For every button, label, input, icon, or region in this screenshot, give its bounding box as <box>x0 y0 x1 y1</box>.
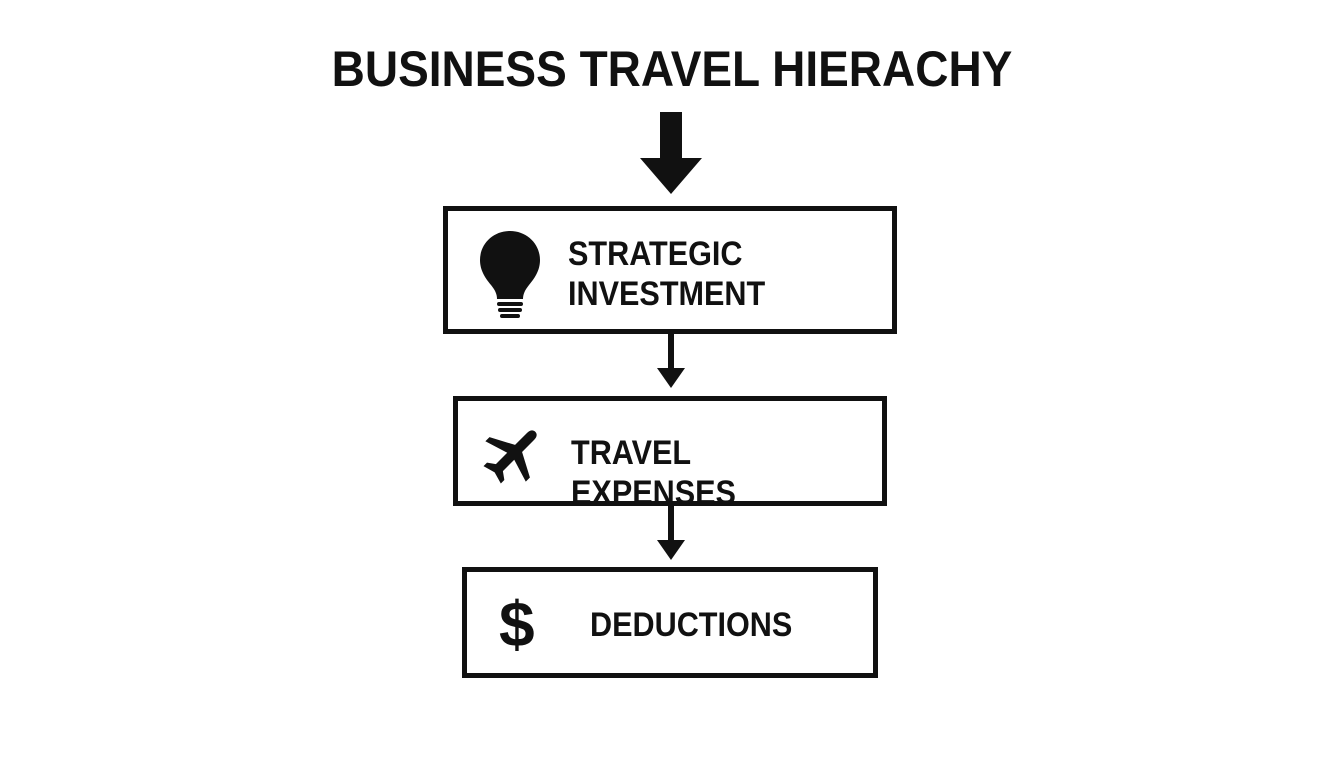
airplane-icon <box>483 430 537 484</box>
level-box-travel-expenses: TRAVEL EXPENSES <box>453 396 887 512</box>
level-box-deductions: $ DEDUCTIONS <box>462 567 878 678</box>
lightbulb-icon <box>480 231 540 318</box>
level-label-strategic-investment: STRATEGIC INVESTMENT <box>568 235 766 313</box>
level-box-strategic-investment: STRATEGIC INVESTMENT <box>443 206 897 334</box>
arrow-strategic-to-travel <box>657 334 685 388</box>
diagram-title: BUSINESS TRAVEL HIERACHY <box>331 41 1013 97</box>
level-label-deductions: DEDUCTIONS <box>590 606 793 644</box>
arrow-title-to-strategic <box>640 112 702 194</box>
level-label-travel-expenses: TRAVEL EXPENSES <box>571 434 736 512</box>
dollar-icon: $ <box>499 588 535 660</box>
arrow-travel-to-deductions <box>657 506 685 560</box>
